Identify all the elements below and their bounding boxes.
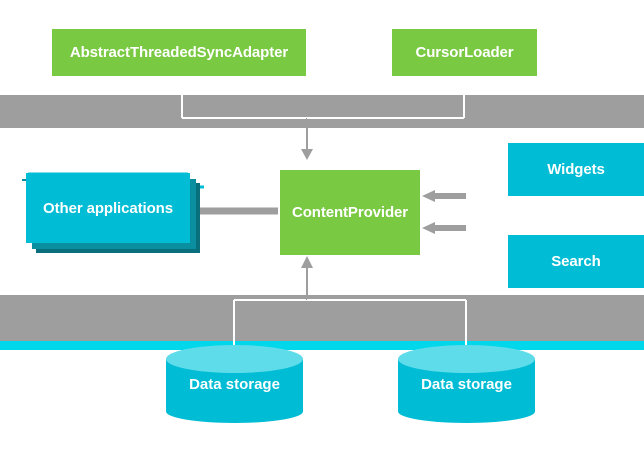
edge-widgets-to-contentprovider	[422, 171, 508, 202]
cylinder-top-ellipse	[398, 345, 535, 373]
node-label: ContentProvider	[291, 204, 408, 221]
bottom-gray-band	[0, 295, 644, 341]
node-label: CursorLoader	[415, 44, 514, 61]
node-label: Search	[551, 253, 601, 270]
node-datastorage-1[interactable]: Data storage	[166, 345, 303, 423]
cylinder-top-ellipse	[166, 345, 303, 373]
node-cursorloader[interactable]: CursorLoader	[392, 29, 537, 76]
node-abstractthreadedsyncadapter[interactable]: AbstractThreadedSyncAdapter	[52, 29, 306, 76]
node-label: Widgets	[547, 161, 605, 178]
top-gray-band	[0, 95, 644, 128]
edge-datastorage2-to-contentprovider	[307, 299, 467, 345]
node-widgets[interactable]: Widgets	[508, 143, 644, 196]
edge-datastorage1-to-contentprovider	[233, 256, 313, 345]
node-search[interactable]: Search	[508, 235, 644, 288]
edge-syncadapter-to-contentprovider	[181, 76, 313, 160]
edge-search-to-contentprovider	[422, 222, 508, 263]
node-label: Data storage	[189, 376, 280, 393]
node-label: Data storage	[421, 376, 512, 393]
node-label: Other applications	[43, 199, 173, 217]
node-contentprovider[interactable]: ContentProvider	[280, 170, 420, 255]
node-otherapps[interactable]: Other applications	[26, 173, 190, 243]
node-label: AbstractThreadedSyncAdapter	[69, 44, 289, 61]
edge-cursorloader-to-contentprovider	[307, 76, 465, 119]
cyan-rule	[0, 341, 644, 350]
node-datastorage-2[interactable]: Data storage	[398, 345, 535, 423]
